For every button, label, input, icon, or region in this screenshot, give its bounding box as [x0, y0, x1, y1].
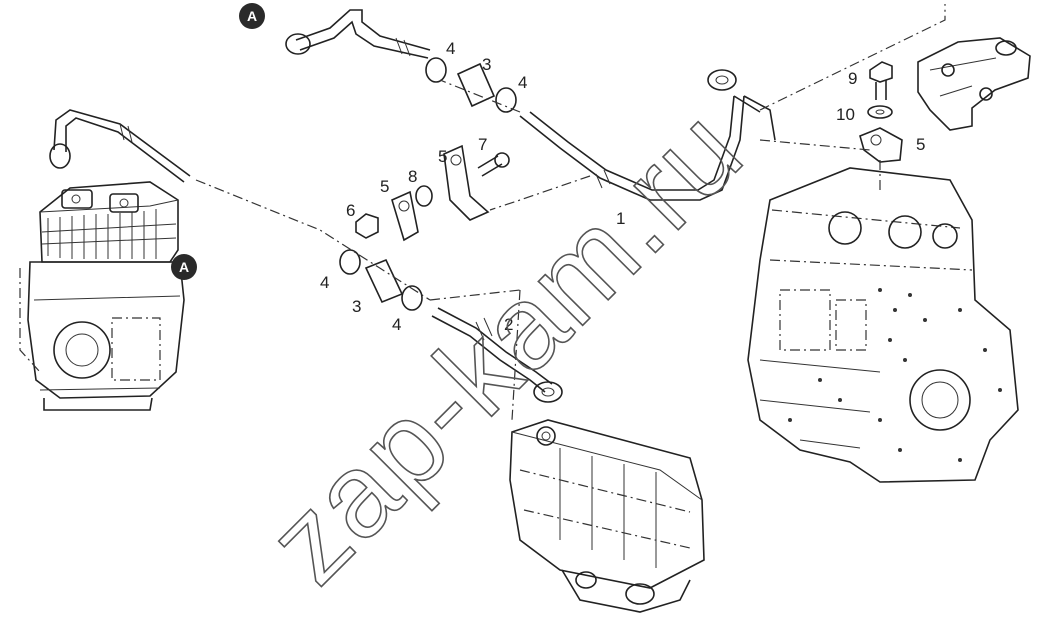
callout-3-upper: 3	[482, 55, 491, 74]
callout-10: 10	[836, 105, 855, 124]
callout-4-upper-left: 4	[446, 39, 455, 58]
callout-9: 9	[848, 69, 857, 88]
watermark: zap-kam.ru	[243, 84, 768, 609]
callout-5-middle: 5	[438, 147, 447, 166]
small-parts	[339, 57, 903, 311]
svg-text:A: A	[247, 8, 257, 24]
pipe-1	[519, 69, 776, 201]
connector-a-top: A	[239, 3, 265, 29]
pipe-2	[431, 307, 563, 403]
intake-elbow	[917, 37, 1031, 131]
callout-5-right: 5	[916, 135, 925, 154]
callout-1: 1	[616, 209, 625, 228]
connector-a-left: A	[171, 254, 197, 280]
callout-6: 6	[346, 201, 355, 220]
injection-pump	[509, 419, 705, 613]
callout-8: 8	[408, 167, 417, 186]
callout-2: 2	[504, 315, 513, 334]
leader-lines	[195, 4, 946, 421]
top-hose-assembly	[285, 9, 431, 59]
air-compressor	[19, 181, 185, 411]
callout-4-upper-right: 4	[518, 73, 527, 92]
callout-3-lower: 3	[352, 297, 361, 316]
compressor-hose	[49, 109, 191, 183]
callout-numbers: 1 2 3 3 4 4 4 4 5 5 5 6 7 8 9 10	[320, 39, 925, 334]
callout-4-lower-left: 4	[320, 273, 329, 292]
callout-5-left: 5	[380, 177, 389, 196]
callout-4-lower-right: 4	[392, 315, 401, 334]
svg-text:A: A	[179, 259, 189, 275]
callout-7: 7	[478, 135, 487, 154]
engine-block	[747, 167, 1019, 483]
